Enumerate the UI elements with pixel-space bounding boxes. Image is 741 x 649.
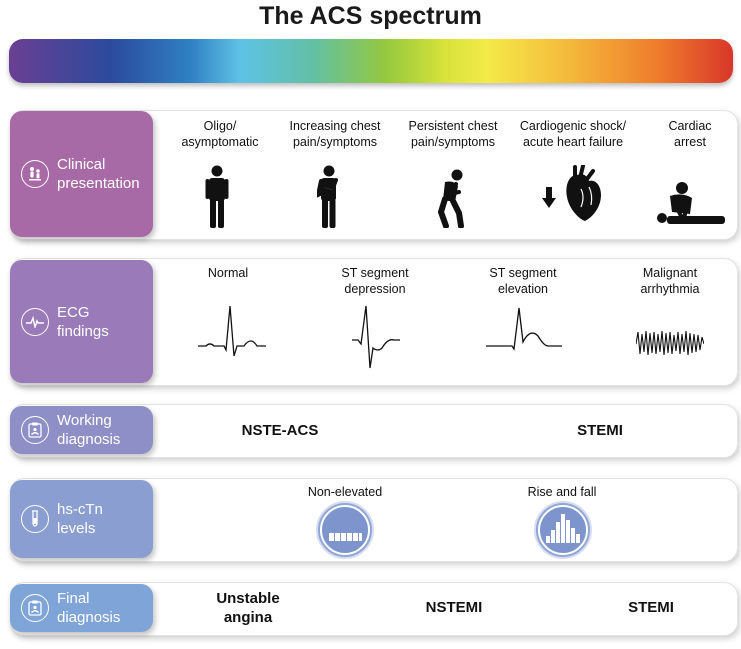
final-diagnosis-label-text: Final diagnosis <box>57 590 121 626</box>
caption-malignant-arrhythmia: Malignant arrhythmia <box>640 266 700 296</box>
working-diagnosis-label-text: Working diagnosis <box>57 412 121 448</box>
cpr-icon <box>654 180 726 230</box>
caption-increasing-chest-pain: Increasing chest pain/symptoms <box>289 119 381 149</box>
test-tube-icon <box>21 505 49 533</box>
caption-st-elevation: ST segment elevation <box>489 266 557 296</box>
st-elevation-ecg-trace <box>486 302 562 352</box>
caption-cardiogenic-shock: Cardiogenic shock/ acute heart failure <box>519 119 627 149</box>
working-diagnosis-nste-acs: NSTE-ACS <box>241 422 319 439</box>
clinical-presentation-label: Clinical presentation <box>10 111 153 237</box>
normal-ecg-trace <box>198 302 266 362</box>
caption-oligo-asymptomatic: Oligo/ asymptomatic <box>181 119 259 149</box>
caption-rise-and-fall: Rise and fall <box>527 485 597 499</box>
caption-persistent-chest-pain: Persistent chest pain/symptoms <box>408 119 498 149</box>
person-care-icon <box>21 160 49 188</box>
clinical-presentation-label-text: Clinical presentation <box>57 156 140 192</box>
hs-ctn-levels-label: hs-cTn levels <box>10 480 153 558</box>
final-diagnosis-label: Final diagnosis <box>10 584 153 632</box>
heart-down-arrow-icon <box>541 165 605 225</box>
person-chest-pain-icon <box>317 165 343 229</box>
caption-st-depression: ST segment depression <box>341 266 409 296</box>
standing-person-icon <box>205 165 229 229</box>
caption-cardiac-arrest: Cardiac arrest <box>668 119 712 149</box>
flat-bars-icon <box>315 500 375 560</box>
clipboard-icon <box>21 416 49 444</box>
working-diagnosis-stemi: STEMI <box>577 422 623 439</box>
working-diagnosis-label: Working diagnosis <box>10 406 153 454</box>
peak-bars-icon <box>533 500 593 560</box>
st-depression-ecg-trace <box>352 302 400 372</box>
caption-normal-ecg: Normal <box>207 266 249 280</box>
ecg-findings-label: ECG findings <box>10 260 153 383</box>
acs-spectrum-gradient-bar <box>9 39 733 83</box>
ecg-wave-icon <box>21 307 49 336</box>
clipboard-icon <box>21 594 49 622</box>
page-title: The ACS spectrum <box>259 2 482 30</box>
person-bent-pain-icon <box>437 168 469 228</box>
final-diagnosis-nstemi: NSTEMI <box>425 599 483 616</box>
final-diagnosis-unstable-angina: Unstable angina <box>216 590 280 626</box>
hs-ctn-levels-label-text: hs-cTn levels <box>57 501 103 537</box>
ecg-findings-label-text: ECG findings <box>57 303 109 340</box>
caption-non-elevated: Non-elevated <box>307 485 383 499</box>
final-diagnosis-stemi: STEMI <box>628 599 674 616</box>
arrhythmia-ecg-trace <box>636 328 704 358</box>
